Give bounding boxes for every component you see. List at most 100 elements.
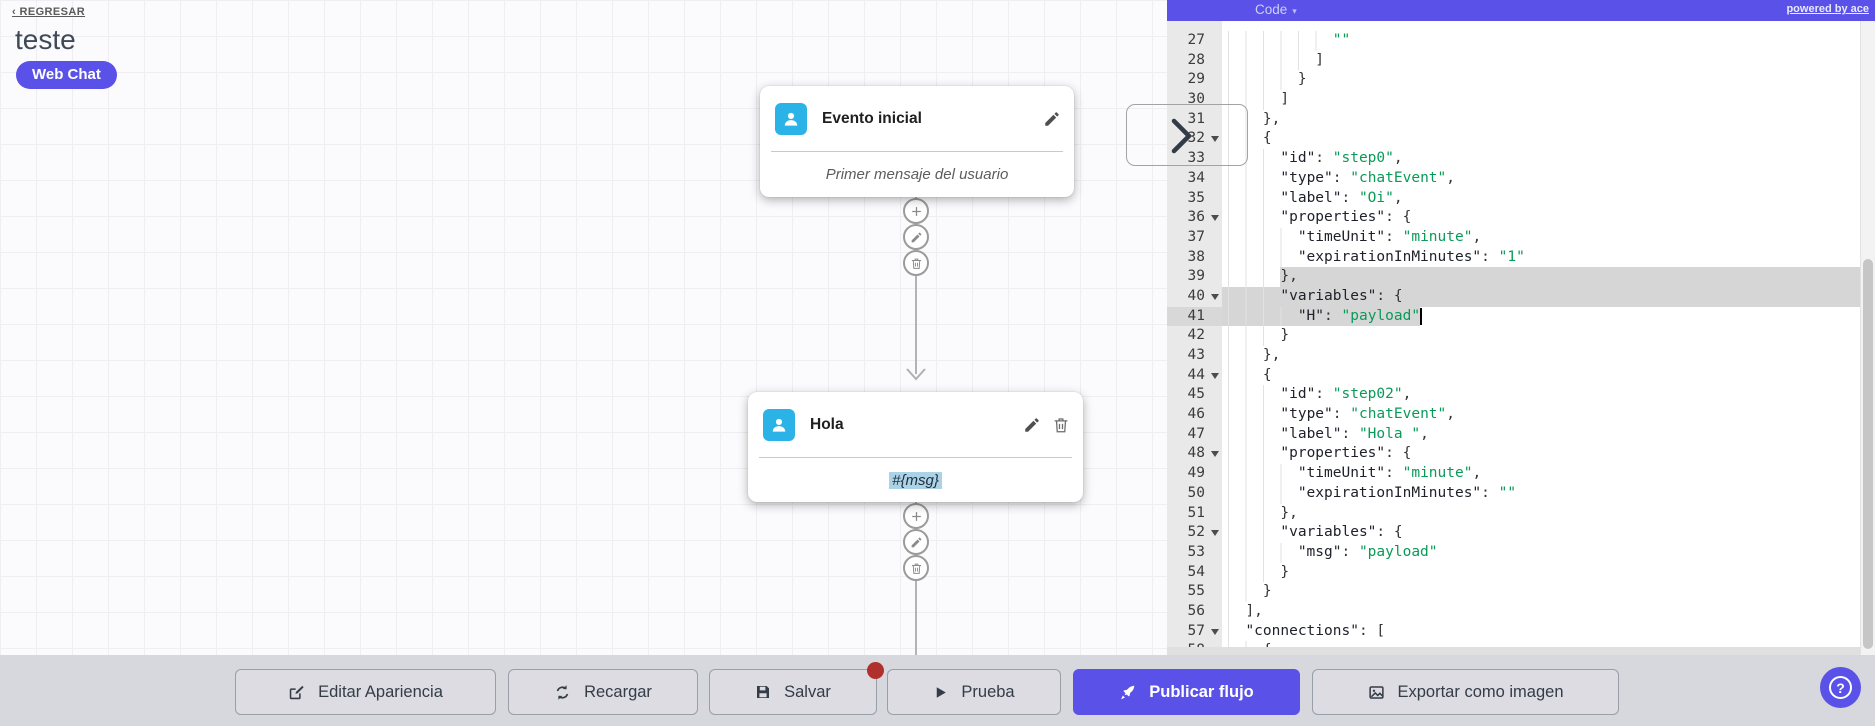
gutter-line-number: 31 — [1187, 110, 1205, 127]
fold-toggle-icon[interactable] — [1211, 451, 1219, 458]
code-line[interactable]: } — [1222, 562, 1860, 583]
back-link[interactable]: ‹ REGRESAR — [12, 6, 86, 18]
scrollbar-thumb[interactable] — [1863, 259, 1873, 649]
code-line[interactable]: "label": "Oi", — [1222, 188, 1860, 209]
add-step-button[interactable] — [903, 198, 929, 224]
edit-node-button[interactable] — [1023, 416, 1041, 434]
code-line[interactable]: "properties": { — [1222, 444, 1860, 465]
code-line[interactable]: "connections": [ — [1222, 621, 1860, 642]
code-line[interactable]: "" — [1222, 31, 1860, 51]
code-line[interactable]: "timeUnit": "minute", — [1222, 227, 1860, 248]
rocket-icon — [1121, 685, 1135, 699]
pencil-icon — [911, 537, 921, 547]
test-button[interactable]: Prueba — [887, 669, 1061, 715]
add-step-button[interactable] — [903, 503, 929, 529]
reload-button[interactable]: Recargar — [508, 669, 698, 715]
gutter-line-number: 35 — [1187, 189, 1205, 206]
delete-connection-button[interactable] — [903, 555, 929, 581]
edit-node-button[interactable] — [1043, 110, 1061, 128]
code-line[interactable]: "expirationInMinutes": "" — [1222, 483, 1860, 504]
delete-node-button[interactable] — [1052, 416, 1070, 434]
code-line[interactable]: "H": "payload" — [1222, 306, 1860, 327]
fold-toggle-icon[interactable] — [1211, 628, 1219, 635]
fold-toggle-icon[interactable] — [1211, 372, 1219, 379]
code-line[interactable]: "type": "chatEvent", — [1222, 405, 1860, 425]
code-line[interactable]: ], — [1222, 601, 1860, 622]
gutter-line-number: 54 — [1187, 563, 1205, 580]
code-lines[interactable]: ""]}]},{"id": "step0","type": "chatEvent… — [1222, 31, 1860, 655]
text-selection — [1222, 286, 1860, 307]
help-button[interactable]: ? — [1820, 667, 1861, 708]
save-button[interactable]: Salvar — [709, 669, 877, 715]
export-image-button[interactable]: Exportar como imagen — [1312, 669, 1619, 715]
code-line[interactable]: ] — [1222, 90, 1860, 110]
flow-node-evento-inicial[interactable]: Evento inicial Primer mensaje del usuari… — [760, 86, 1074, 197]
code-line[interactable]: "variables": { — [1222, 523, 1860, 543]
fold-toggle-icon[interactable] — [1211, 530, 1219, 537]
powered-by-ace-link[interactable]: powered by ace — [1786, 3, 1869, 15]
fold-toggle-icon[interactable] — [1211, 293, 1219, 300]
code-line[interactable]: }, — [1222, 346, 1860, 366]
code-line[interactable]: "variables": { — [1222, 286, 1860, 307]
save-icon — [757, 686, 770, 698]
node-header: Evento inicial — [771, 86, 1063, 152]
gutter-line-number: 52 — [1167, 523, 1222, 543]
gutter-line-number: 41 — [1167, 306, 1222, 327]
gutter-line-number: 53 — [1187, 543, 1205, 560]
code-line[interactable]: ] — [1222, 50, 1860, 71]
code-line[interactable]: "msg": "payload" — [1222, 542, 1860, 563]
user-avatar-icon — [775, 102, 807, 135]
delete-connection-button[interactable] — [903, 250, 929, 276]
gutter-line-number: 39 — [1187, 268, 1205, 285]
code-line[interactable]: { — [1222, 129, 1860, 150]
button-label: Recargar — [584, 682, 652, 701]
button-label: Salvar — [784, 682, 831, 701]
edit-connection-button[interactable] — [903, 529, 929, 555]
publish-flow-button[interactable]: Publicar flujo — [1073, 669, 1300, 715]
plus-icon — [911, 206, 921, 216]
node-header: Hola — [759, 392, 1072, 458]
pencil-icon — [1045, 111, 1059, 126]
code-mode-dropdown[interactable]: Code▾ — [1255, 2, 1297, 17]
code-line[interactable]: "expirationInMinutes": "1" — [1222, 247, 1860, 268]
code-line[interactable]: "id": "step0", — [1222, 149, 1860, 169]
horizontal-scrollbar[interactable] — [1167, 647, 1860, 655]
gutter-line-number: 46 — [1187, 406, 1205, 423]
gutter-line-number: 29 — [1187, 71, 1205, 88]
collapse-code-panel-button[interactable] — [1126, 104, 1248, 166]
gutter-line-number: 42 — [1187, 327, 1205, 344]
code-line[interactable]: "id": "step02", — [1222, 385, 1860, 406]
fold-toggle-icon[interactable] — [1211, 136, 1219, 143]
trash-icon — [911, 563, 921, 574]
code-line[interactable]: }, — [1222, 109, 1860, 130]
code-line[interactable]: }, — [1222, 267, 1860, 287]
edit-connection-button[interactable] — [903, 224, 929, 250]
fold-toggle-icon[interactable] — [1211, 215, 1219, 222]
vertical-scrollbar[interactable] — [1860, 21, 1875, 655]
gutter-line-number: 49 — [1187, 465, 1205, 482]
code-line[interactable]: { — [1222, 365, 1860, 386]
user-avatar-icon — [763, 408, 795, 441]
code-line[interactable]: }, — [1222, 503, 1860, 524]
code-line[interactable]: "label": "Hola ", — [1222, 424, 1860, 445]
bottom-toolbar: Editar Apariencia Recargar Salvar Prueba — [0, 655, 1875, 726]
gutter-line-number: 30 — [1187, 91, 1205, 108]
text-selection — [1280, 267, 1860, 287]
question-mark-icon: ? — [1829, 676, 1852, 699]
flow-node-hola[interactable]: Hola #{msg} — [748, 392, 1083, 502]
code-line[interactable]: } — [1222, 582, 1860, 602]
code-line[interactable]: "type": "chatEvent", — [1222, 168, 1860, 189]
edit-appearance-button[interactable]: Editar Apariencia — [235, 669, 496, 715]
code-line[interactable]: } — [1222, 70, 1860, 91]
flow-canvas[interactable]: ‹ REGRESAR teste Web Chat Evento inicial — [0, 0, 1167, 655]
chevron-down-icon: ▾ — [1292, 6, 1297, 16]
pencil-icon — [1025, 417, 1039, 432]
edit-square-icon — [289, 685, 304, 699]
gutter-line-number: 40 — [1167, 287, 1222, 307]
code-line[interactable]: "properties": { — [1222, 208, 1860, 228]
image-icon — [1368, 685, 1384, 699]
code-line[interactable]: "timeUnit": "minute", — [1222, 464, 1860, 484]
code-line[interactable]: } — [1222, 326, 1860, 346]
